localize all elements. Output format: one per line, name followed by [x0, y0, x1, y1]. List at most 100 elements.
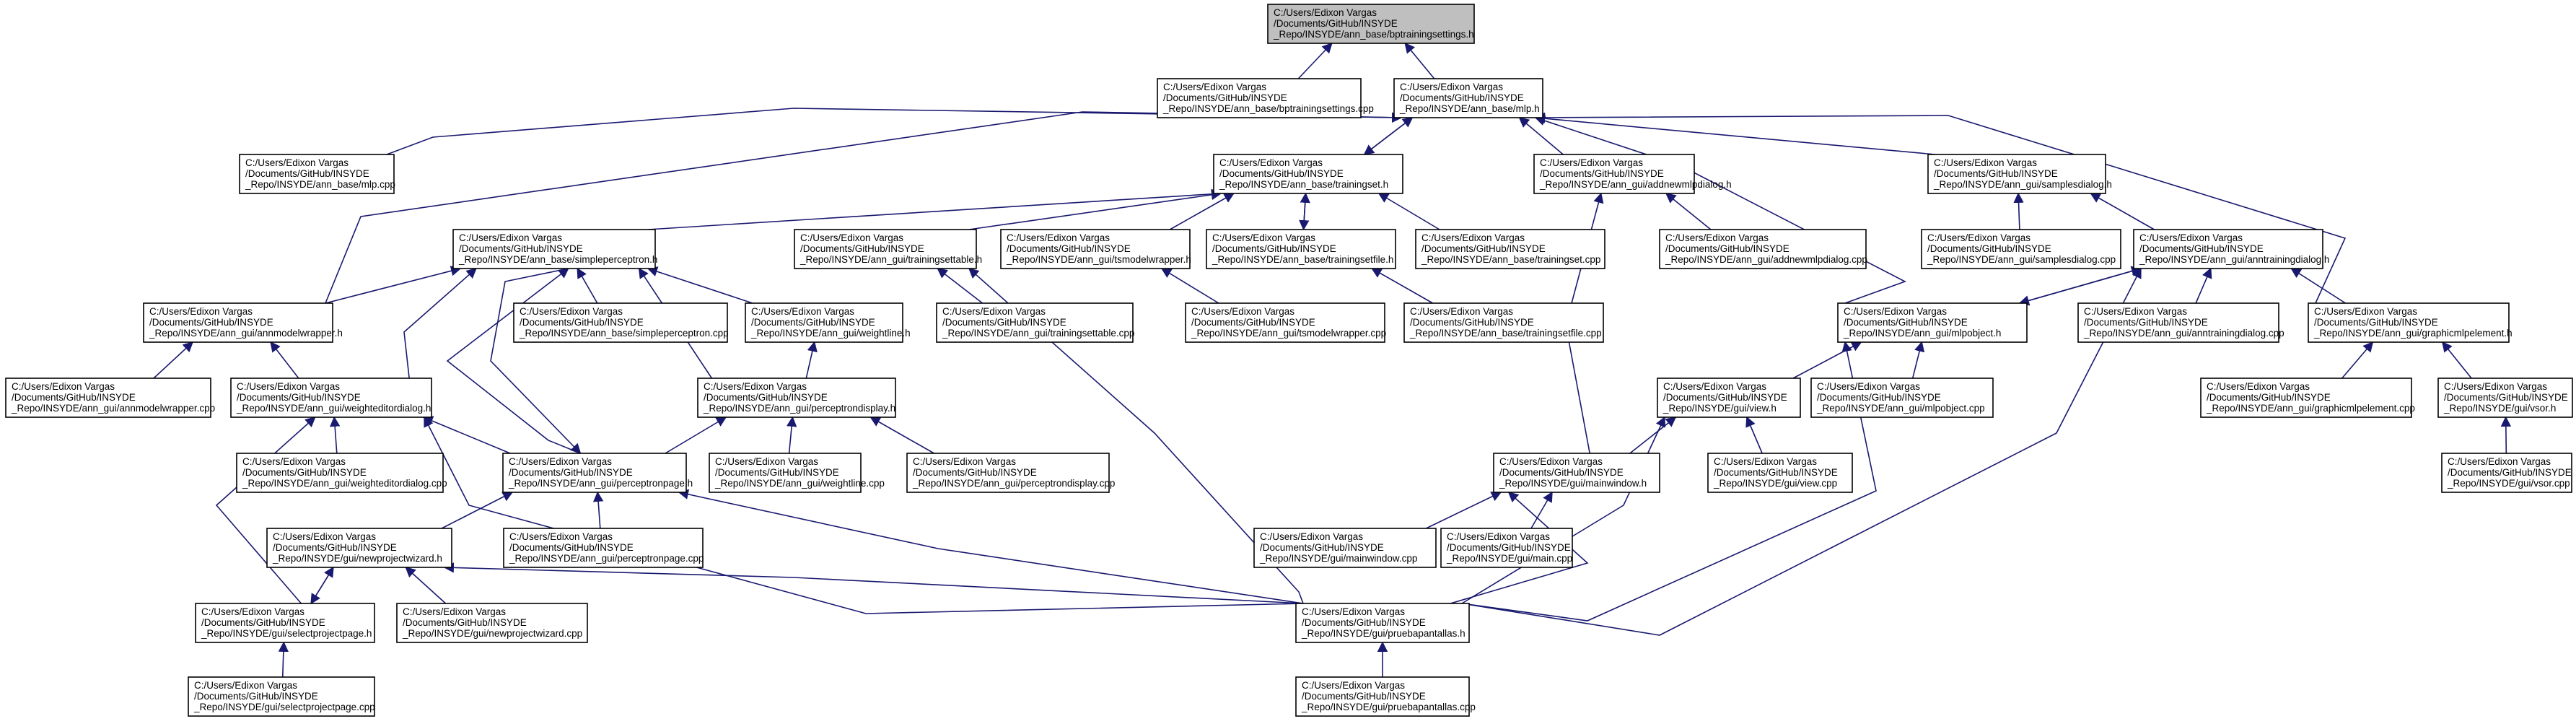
node-view-cpp[interactable]: C:/Users/Edixon Vargas/Documents/GitHub/… [1707, 453, 1853, 493]
node-label-line: C:/Users/Edixon Vargas [1540, 157, 1643, 168]
node-label-line: _Repo/INSYDE/gui/vsor.h [2443, 403, 2556, 414]
node-annmodelwrapper-h[interactable]: C:/Users/Edixon Vargas/Documents/GitHub/… [143, 302, 343, 343]
node-simpleperceptron-h[interactable]: C:/Users/Edixon Vargas/Documents/GitHub/… [452, 229, 657, 269]
node-addnewmlpdialog-cpp[interactable]: C:/Users/Edixon Vargas/Documents/GitHub/… [1659, 229, 1867, 269]
node-label-line: /Documents/GitHub/INSYDE [1007, 243, 1131, 254]
node-box [502, 453, 687, 493]
node-trainingsetfile-cpp[interactable]: C:/Users/Edixon Vargas/Documents/GitHub/… [1403, 302, 1604, 343]
node-label-line: C:/Users/Edixon Vargas [1447, 531, 1550, 542]
node-perceptrondisplay-h[interactable]: C:/Users/Edixon Vargas/Documents/GitHub/… [697, 378, 896, 418]
node-pruebapantallas-h[interactable]: C:/Users/Edixon Vargas/Documents/GitHub/… [1295, 603, 1470, 643]
node-label-line: C:/Users/Edixon Vargas [715, 456, 818, 467]
edge-trainingsettable-h-to-pruebapantallas-h [968, 268, 1304, 604]
node-label-line: /Documents/GitHub/INSYDE [1665, 243, 1789, 254]
node-label-line: C:/Users/Edixon Vargas [1817, 381, 1920, 392]
node-anntrainingdialog-cpp[interactable]: C:/Users/Edixon Vargas/Documents/GitHub/… [2077, 302, 2284, 343]
node-tsmodelwrapper-cpp[interactable]: C:/Users/Edixon Vargas/Documents/GitHub/… [1185, 302, 1386, 343]
node-trainingset-h[interactable]: C:/Users/Edixon Vargas/Documents/GitHub/… [1213, 154, 1403, 194]
node-box [239, 154, 395, 194]
node-label-line: /Documents/GitHub/INSYDE [509, 467, 633, 478]
node-selectprojectpage-cpp[interactable]: C:/Users/Edixon Vargas/Documents/GitHub/… [188, 676, 375, 717]
node-perceptronpage-h[interactable]: C:/Users/Edixon Vargas/Documents/GitHub/… [502, 453, 693, 493]
node-box [2133, 229, 2323, 269]
node-graphicmlpelement-cpp[interactable]: C:/Users/Edixon Vargas/Documents/GitHub/… [2200, 378, 2415, 418]
node-bptrainingsettings-h[interactable]: C:/Users/Edixon Vargas/Documents/GitHub/… [1267, 4, 1475, 44]
node-anntrainingdialog-h[interactable]: C:/Users/Edixon Vargas/Documents/GitHub/… [2133, 229, 2329, 269]
node-label-line: C:/Users/Edixon Vargas [242, 456, 346, 467]
edge-simpleperceptron-h-to-weightline-h [647, 266, 753, 304]
node-newprojectwizard-cpp[interactable]: C:/Users/Edixon Vargas/Documents/GitHub/… [396, 603, 588, 643]
node-label-line: _Repo/INSYDE/gui/view.h [1662, 403, 1777, 414]
node-box [1393, 78, 1543, 118]
edge-samplesdialog-h-to-samplesdialog-cpp [2013, 192, 2024, 230]
node-addnewmlpdialog-h[interactable]: C:/Users/Edixon Vargas/Documents/GitHub/… [1533, 154, 1732, 194]
node-vsor-h[interactable]: C:/Users/Edixon Vargas/Documents/GitHub/… [2437, 378, 2573, 418]
node-label-line: _Repo/INSYDE/ann_gui/anntrainingdialog.h [2139, 254, 2329, 265]
node-selectprojectpage-h[interactable]: C:/Users/Edixon Vargas/Documents/GitHub/… [195, 603, 375, 643]
node-box [236, 453, 444, 493]
node-weightline-h[interactable]: C:/Users/Edixon Vargas/Documents/GitHub/… [745, 302, 911, 343]
node-trainingset-cpp[interactable]: C:/Users/Edixon Vargas/Documents/GitHub/… [1415, 229, 1605, 269]
node-main-cpp[interactable]: C:/Users/Edixon Vargas/Documents/GitHub/… [1440, 528, 1573, 568]
node-label-line: /Documents/GitHub/INSYDE [1212, 243, 1336, 254]
node-mlpobject-h[interactable]: C:/Users/Edixon Vargas/Documents/GitHub/… [1837, 302, 2028, 343]
node-mlp-h[interactable]: C:/Users/Edixon Vargas/Documents/GitHub/… [1393, 78, 1543, 118]
node-box [1415, 229, 1605, 269]
node-label-line: _Repo/INSYDE/ann_gui/addnewmlpdialog.h [1539, 179, 1732, 190]
node-label-line: C:/Users/Edixon Vargas [1665, 232, 1769, 243]
node-weightline-cpp[interactable]: C:/Users/Edixon Vargas/Documents/GitHub/… [709, 453, 885, 493]
node-pruebapantallas-cpp[interactable]: C:/Users/Edixon Vargas/Documents/GitHub/… [1295, 676, 1476, 717]
node-trainingsetfile-h[interactable]: C:/Users/Edixon Vargas/Documents/GitHub/… [1206, 229, 1396, 269]
node-annmodelwrapper-cpp[interactable]: C:/Users/Edixon Vargas/Documents/GitHub/… [5, 378, 215, 418]
node-label-line: C:/Users/Edixon Vargas [1219, 157, 1323, 168]
node-mlp-cpp[interactable]: C:/Users/Edixon Vargas/Documents/GitHub/… [239, 154, 395, 194]
edge-tsmodelwrapper-h-to-tsmodelwrapper-cpp [1160, 268, 1219, 304]
node-perceptronpage-cpp[interactable]: C:/Users/Edixon Vargas/Documents/GitHub/… [503, 528, 704, 568]
edge-weighteditordialog-h-to-selectprojectpage-h [215, 416, 316, 604]
node-box [1403, 302, 1604, 343]
node-box [266, 528, 452, 568]
node-label-line: C:/Users/Edixon Vargas [1934, 157, 2037, 168]
node-mlpobject-cpp[interactable]: C:/Users/Edixon Vargas/Documents/GitHub/… [1810, 378, 1994, 418]
node-trainingsettable-h[interactable]: C:/Users/Edixon Vargas/Documents/GitHub/… [794, 229, 982, 269]
node-label-line: C:/Users/Edixon Vargas [273, 531, 376, 542]
node-samplesdialog-h[interactable]: C:/Users/Edixon Vargas/Documents/GitHub/… [1927, 154, 2112, 194]
node-label-line: C:/Users/Edixon Vargas [520, 306, 623, 317]
node-samplesdialog-cpp[interactable]: C:/Users/Edixon Vargas/Documents/GitHub/… [1921, 229, 2121, 269]
node-newprojectwizard-h[interactable]: C:/Users/Edixon Vargas/Documents/GitHub/… [266, 528, 452, 568]
node-label-line: C:/Users/Edixon Vargas [245, 157, 349, 168]
node-graphicmlpelement-h[interactable]: C:/Users/Edixon Vargas/Documents/GitHub/… [2308, 302, 2513, 343]
edge-samplesdialog-h-to-anntrainingdialog-h [2090, 193, 2155, 230]
node-label-line: C:/Users/Edixon Vargas [704, 381, 807, 392]
edge-mainwindow-h-to-main-cpp [1530, 491, 1553, 529]
node-view-h[interactable]: C:/Users/Edixon Vargas/Documents/GitHub/… [1657, 378, 1801, 418]
node-label-line: C:/Users/Edixon Vargas [1212, 232, 1315, 243]
edge-perceptrondisplay-h-to-perceptrondisplay-cpp [869, 416, 934, 454]
node-bptrainingsettings-cpp[interactable]: C:/Users/Edixon Vargas/Documents/GitHub/… [1157, 78, 1374, 118]
node-box [396, 603, 588, 643]
node-trainingsettable-cpp[interactable]: C:/Users/Edixon Vargas/Documents/GitHub/… [936, 302, 1134, 343]
edge-simpleperceptron-h-to-weighteditordialog-h [403, 268, 477, 379]
node-label-line: /Documents/GitHub/INSYDE [1400, 92, 1524, 103]
node-box [1213, 154, 1403, 194]
node-weighteditordialog-cpp[interactable]: C:/Users/Edixon Vargas/Documents/GitHub/… [236, 453, 447, 493]
node-label-line: _Repo/INSYDE/ann_base/bptrainingsettings… [1273, 29, 1474, 40]
node-label-line: _Repo/INSYDE/ann_base/bptrainingsettings… [1162, 103, 1374, 114]
node-label-line: _Repo/INSYDE/ann_gui/addnewmlpdialog.cpp [1665, 254, 1867, 265]
node-weighteditordialog-h[interactable]: C:/Users/Edixon Vargas/Documents/GitHub/… [230, 378, 432, 418]
node-mainwindow-cpp[interactable]: C:/Users/Edixon Vargas/Documents/GitHub/… [1253, 528, 1437, 568]
edge-view-h-to-view-cpp [1745, 416, 1763, 454]
node-label-line: C:/Users/Edixon Vargas [1410, 306, 1513, 317]
node-tsmodelwrapper-h[interactable]: C:/Users/Edixon Vargas/Documents/GitHub/… [1000, 229, 1191, 269]
node-label-line: C:/Users/Edixon Vargas [1191, 306, 1294, 317]
node-simpleperceptron-cpp[interactable]: C:/Users/Edixon Vargas/Documents/GitHub/… [513, 302, 729, 343]
node-mainwindow-h[interactable]: C:/Users/Edixon Vargas/Documents/GitHub/… [1493, 453, 1660, 493]
node-label-line: _Repo/INSYDE/gui/vsor.cpp [2447, 478, 2570, 489]
edge-trainingsetfile-h-to-trainingsetfile-cpp [1371, 268, 1434, 304]
node-box [503, 528, 704, 568]
node-label-line: _Repo/INSYDE/ann_gui/trainingsettable.h [799, 254, 982, 265]
node-vsor-cpp[interactable]: C:/Users/Edixon Vargas/Documents/GitHub/… [2441, 453, 2572, 493]
node-label-line: /Documents/GitHub/INSYDE [913, 467, 1037, 478]
node-perceptrondisplay-cpp[interactable]: C:/Users/Edixon Vargas/Documents/GitHub/… [906, 453, 1115, 493]
